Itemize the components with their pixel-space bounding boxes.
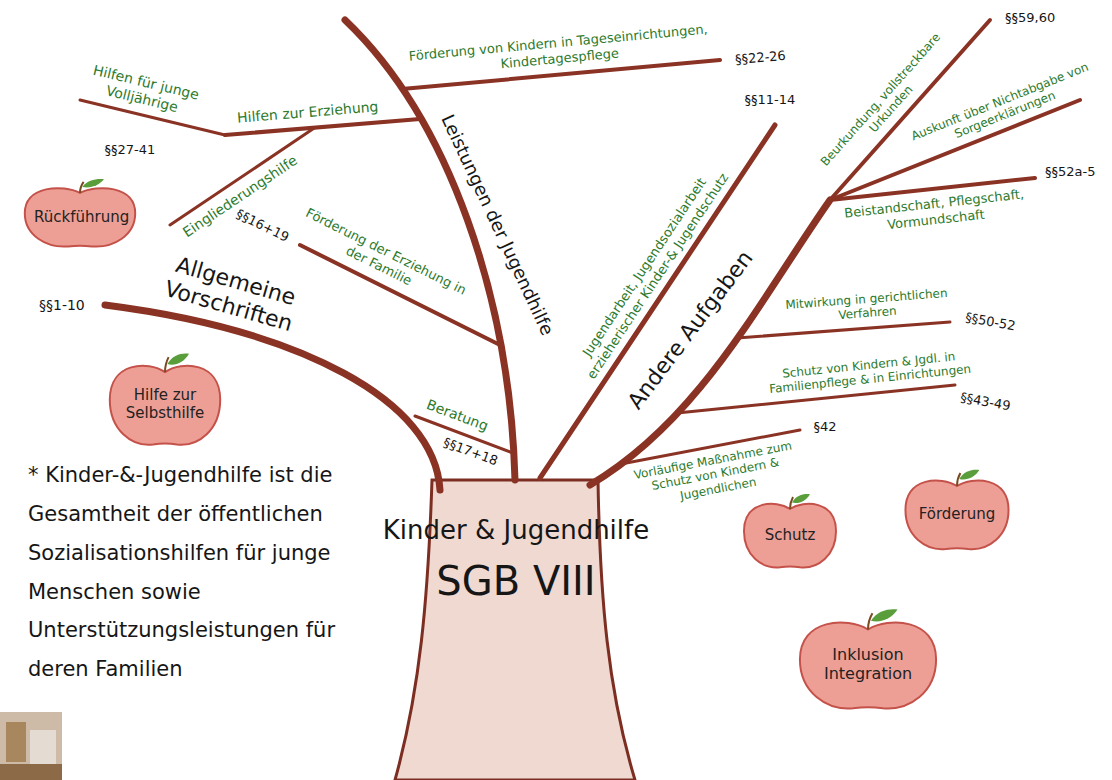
trunk-label: Kinder & Jugendhilfe [383,516,649,546]
branch-label: Hilfen für junge Volljährige [72,58,216,124]
main-branch [590,200,830,485]
apple-body [25,188,135,246]
apple-node: Hilfe zur Selbsthilfe [105,356,225,448]
tree-branches [80,20,1080,490]
definition-note: * Kinder-&-Jugendhilfe ist die Gesamthei… [28,456,398,689]
paragraph-label: §§22-26 [734,48,786,68]
main-branch-label: Leistungen der Jugendhilfe [436,111,557,339]
apple-node: Inklusion Integration [794,612,942,712]
apple-node: Förderung [901,472,1013,552]
apple-stem [790,497,793,509]
apple-label: Rückführung [34,204,126,226]
apple-label: Hilfe zur Selbsthilfe [119,382,211,422]
paragraph-label: §§50-52 [964,310,1017,334]
apple-label: Inklusion Integration [808,641,928,683]
trunk-label: SGB VIII [436,558,595,604]
apple-text-holder: Rückführung [34,204,126,226]
apple-leaf [167,353,189,364]
branch-label: Auskunft über Nichtabgabe von Sorgeerklä… [906,58,1098,157]
trunk-box: Kinder & JugendhilfeSGB VIII [380,516,652,604]
apple-body [905,480,1008,549]
paragraph-label: §42 [814,419,837,435]
apple-body [744,504,836,568]
paragraph-label: §§16+19 [233,206,291,245]
paragraph-label: §§1-10 [39,297,85,314]
branch-label: Förderung der Erziehung in der Familie [293,204,472,315]
photo-thumbnail [0,712,62,780]
apple-body [110,366,220,445]
apple-text-holder: Schutz [765,522,816,544]
photo-thumbnail-part [0,764,62,780]
apple-stem [957,473,960,486]
apple-leaf [871,609,898,621]
apple-node: Rückführung [20,181,140,249]
apple-leaf [792,494,810,503]
apple-text-holder: Förderung [919,501,996,523]
paragraph-label: §§11-14 [745,92,796,108]
branch [540,125,775,478]
photo-thumbnail-part [6,722,26,762]
paragraph-label: §§43-49 [959,390,1012,414]
branch-label: Beurkundung, vollstreckbare Urkunden [809,20,963,189]
branch-label: Beistandschaft, Pflegschaft, Vormundscha… [824,184,1046,238]
apple-stem [868,613,872,629]
branch-label: Förderung von Kindern in Tageseinrichtun… [408,21,710,79]
twig [737,322,950,338]
paragraph-label: §§27-41 [105,142,156,158]
apple-label: Schutz [765,522,816,544]
apple-stem [80,182,84,193]
apple-text-holder: Inklusion Integration [808,641,928,683]
paragraph-label: §§17+18 [441,435,500,469]
apple-leaf [82,179,104,187]
apple-stem [165,357,169,372]
apple-leaf [959,470,979,480]
paragraph-label: §§59,60 [1005,10,1055,26]
branch-label: Mitwirkung in gerichtlichen Verfahren [782,286,954,327]
apple-label: Förderung [919,501,996,523]
branch-label: Beratung [424,396,490,435]
paragraph-label: §§52a-5 [1045,164,1095,180]
photo-thumbnail-ground [0,712,62,780]
branch-label: Vorläufige Maßnahme zum Schutz von Kinde… [626,438,806,513]
apple-text-holder: Hilfe zur Selbsthilfe [119,382,211,422]
apple-node: Schutz [740,496,840,570]
apple-body [800,623,936,709]
